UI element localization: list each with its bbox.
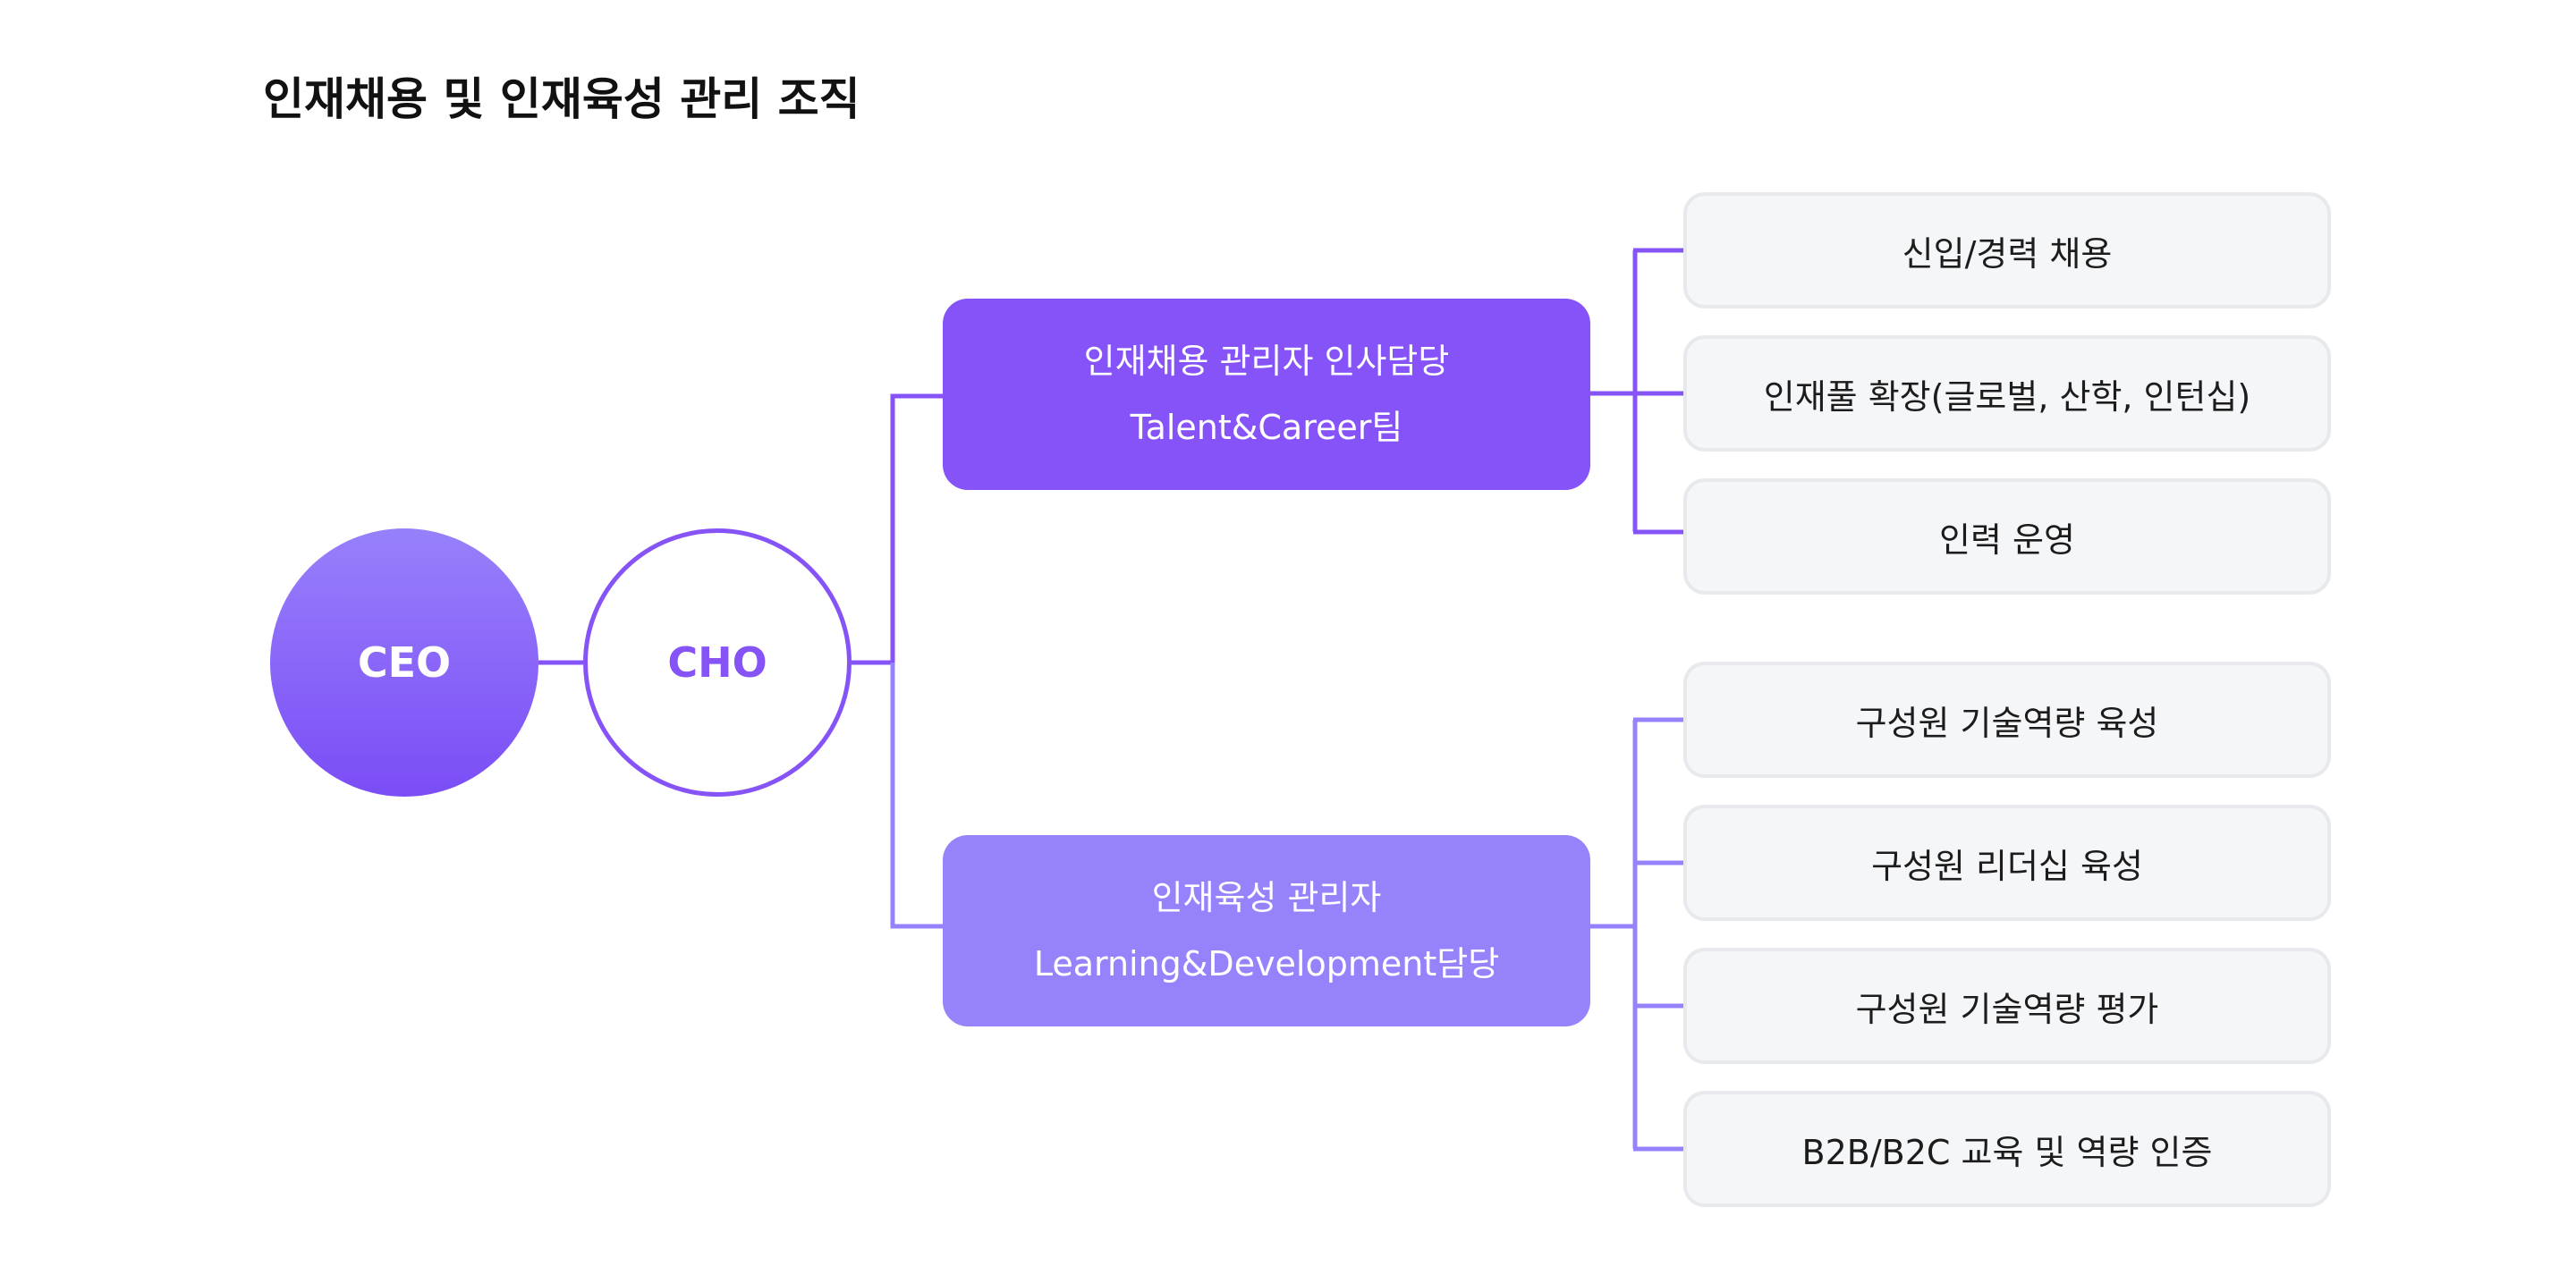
task-b2b-b2c-certification: B2B/B2C 교육 및 역량 인증	[1683, 1091, 2331, 1207]
ceo-node: CEO	[270, 528, 538, 797]
dept-development-name: 인재육성 관리자	[1151, 878, 1382, 917]
connector-trunk-develop	[890, 663, 943, 929]
cho-label: CHO	[667, 638, 767, 687]
connector-trunk-recruit	[890, 393, 943, 663]
dept-recruitment-team: Talent&Career팀	[1130, 408, 1403, 447]
dept-development-team: Learning&Development담당	[1033, 944, 1500, 984]
ceo-label: CEO	[357, 638, 452, 687]
dept-recruitment-name: 인재채용 관리자 인사담당	[1083, 342, 1450, 381]
cho-node: CHO	[583, 528, 852, 797]
dept-development: 인재육성 관리자 Learning&Development담당	[943, 835, 1590, 1026]
page-title: 인재채용 및 인재육성 관리 조직	[263, 73, 860, 125]
dept-recruitment: 인재채용 관리자 인사담당 Talent&Career팀	[943, 299, 1590, 490]
task-new-career-hiring: 신입/경력 채용	[1683, 192, 2331, 308]
task-technical-skill-development: 구성원 기술역량 육성	[1683, 662, 2331, 778]
task-technical-skill-evaluation: 구성원 기술역량 평가	[1683, 948, 2331, 1064]
task-leadership-development: 구성원 리더십 육성	[1683, 805, 2331, 921]
task-talent-pool-expansion: 인재풀 확장(글로벌, 산학, 인턴십)	[1683, 335, 2331, 452]
task-workforce-operation: 인력 운영	[1683, 478, 2331, 595]
